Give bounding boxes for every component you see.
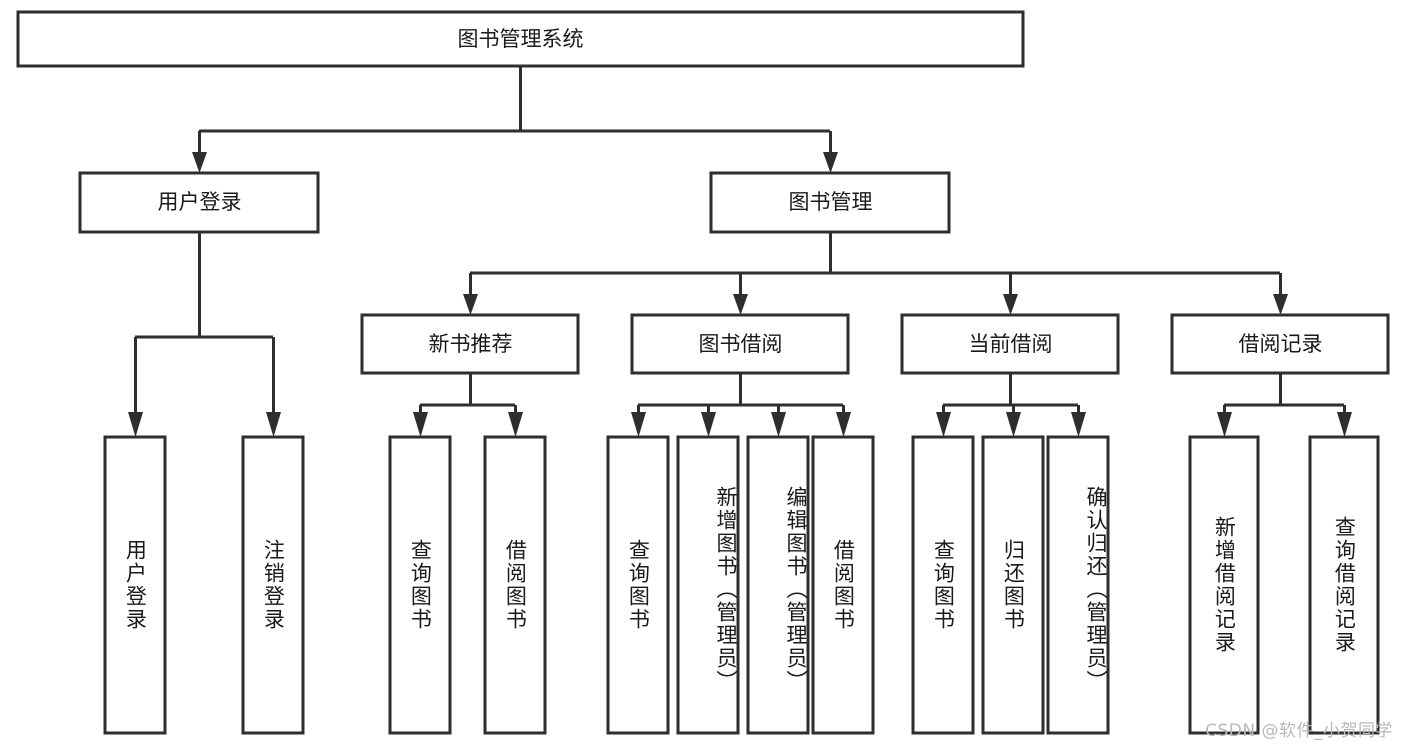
node-book-borrow-box[interactable] bbox=[630, 313, 850, 375]
csdn-watermark: CSDN @软件_小贺同学 bbox=[1205, 721, 1393, 741]
node-layer: 图书管理系统 用户登录 图书管理 新书推荐 图书借阅 当前借阅 借阅记录 bbox=[16, 10, 1390, 735]
arrow-head-leaf-borrow-book bbox=[836, 412, 851, 437]
arrow-head-current-borrow bbox=[1003, 294, 1018, 315]
arrow-head-leaf-return-book bbox=[1006, 412, 1021, 437]
node-book-manage-label: 图书管理 bbox=[789, 190, 873, 214]
leaf-box-query-book-rec[interactable] bbox=[388, 435, 452, 735]
leaf-box-borrow-book-rec[interactable] bbox=[483, 435, 547, 735]
node-borrow-record-label: 借阅记录 bbox=[1239, 332, 1323, 356]
arrow-head-new-book-recommend bbox=[463, 294, 478, 315]
leaf-box-user-login[interactable] bbox=[103, 435, 167, 735]
leaf-box-query-book-current[interactable] bbox=[911, 435, 975, 735]
arrow-head-leaf-query-borrow-record bbox=[1337, 412, 1352, 437]
leaf-box-query-borrow-record[interactable] bbox=[1308, 435, 1380, 735]
leaf-box-edit-book-admin[interactable] bbox=[746, 435, 810, 735]
node-root-label: 图书管理系统 bbox=[458, 27, 584, 51]
node-new-book-recommend-label: 新书推荐 bbox=[429, 332, 513, 356]
arrow-head-leaf-add-book-admin bbox=[701, 412, 716, 437]
arrow-head-leaf-edit-book-admin bbox=[771, 412, 786, 437]
arrow-head-user-login bbox=[192, 152, 207, 173]
arrow-head-leaf-user-login bbox=[128, 412, 143, 437]
node-new-book-recommend-box[interactable] bbox=[360, 313, 580, 375]
connector-layer bbox=[128, 66, 1352, 437]
node-current-borrow-label: 当前借阅 bbox=[969, 332, 1053, 356]
leaf-box-confirm-return-admin[interactable] bbox=[1046, 435, 1110, 735]
node-user-login-label: 用户登录 bbox=[158, 190, 242, 214]
arrow-head-leaf-query-book-rec bbox=[413, 412, 428, 437]
leaf-box-add-borrow-record[interactable] bbox=[1188, 435, 1260, 735]
arrow-head-leaf-borrow-book-rec bbox=[508, 412, 523, 437]
node-root-box[interactable] bbox=[16, 10, 1025, 68]
leaf-box-add-book-admin[interactable] bbox=[676, 435, 740, 735]
arrow-head-leaf-confirm-return-admin bbox=[1071, 412, 1086, 437]
arrow-head-book-borrow bbox=[733, 294, 748, 315]
arrow-head-leaf-add-borrow-record bbox=[1217, 412, 1232, 437]
leaf-box-borrow-book[interactable] bbox=[811, 435, 875, 735]
node-user-login-box[interactable] bbox=[78, 171, 320, 234]
node-book-manage-box[interactable] bbox=[709, 171, 951, 234]
node-current-borrow-box[interactable] bbox=[900, 313, 1120, 375]
node-book-borrow-label: 图书借阅 bbox=[699, 332, 783, 356]
leaf-box-query-book-borrow[interactable] bbox=[606, 435, 670, 735]
leaf-box-return-book[interactable] bbox=[981, 435, 1045, 735]
arrow-head-book-manage bbox=[823, 152, 838, 173]
leaf-box-user-logout[interactable] bbox=[241, 435, 305, 735]
node-borrow-record-box[interactable] bbox=[1170, 313, 1390, 375]
arrow-head-leaf-user-logout bbox=[266, 412, 281, 437]
arrow-head-borrow-record bbox=[1273, 294, 1288, 315]
arrow-head-leaf-query-book-current bbox=[936, 412, 951, 437]
arrow-head-leaf-query-book-borrow bbox=[631, 412, 646, 437]
